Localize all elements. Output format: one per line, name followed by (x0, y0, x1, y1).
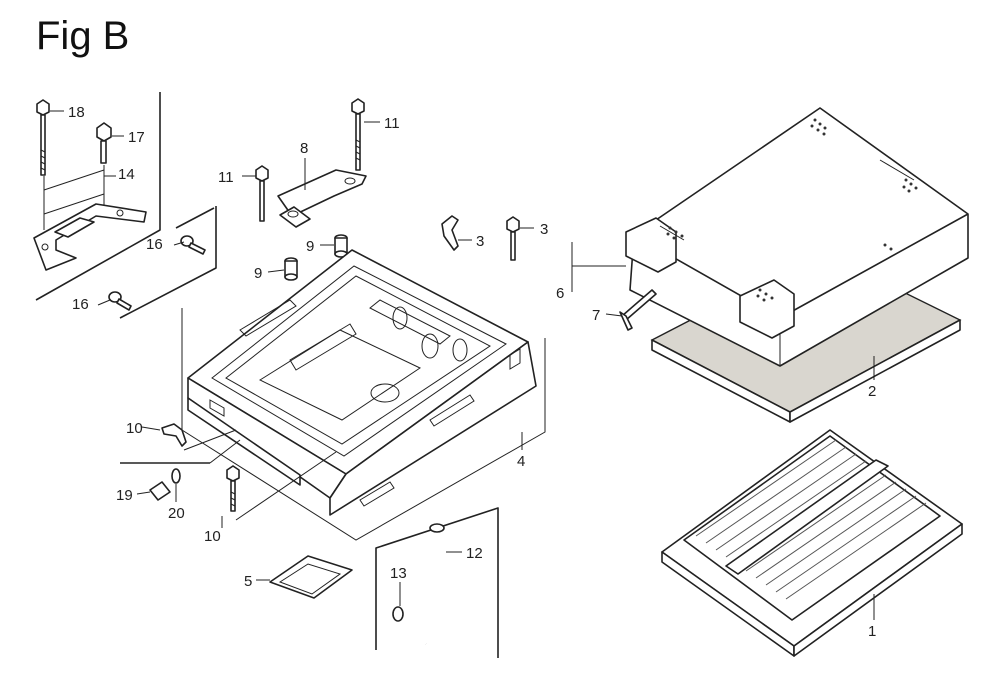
element-1-filter (661, 429, 963, 657)
callout-18: 18 (68, 104, 85, 121)
grommet-20 (171, 468, 181, 484)
callout-3b: 10 (126, 420, 143, 437)
callout-5: 5 (244, 573, 252, 590)
callout-6: 6 (556, 285, 564, 302)
gasket-5 (269, 555, 353, 599)
plug-19 (149, 481, 171, 501)
collar-9-upper (334, 234, 348, 258)
clip-3-lower (161, 423, 187, 447)
callout-9a: 9 (306, 238, 314, 255)
callout-16b: 16 (72, 296, 89, 313)
collar-9-lower (284, 257, 298, 281)
callout-19: 19 (116, 487, 133, 504)
cover-vent-dots (666, 118, 918, 302)
callout-9b: 9 (254, 265, 262, 282)
bolt-11-left (255, 165, 269, 222)
clip-3-upper (441, 215, 459, 251)
callout-11b: 11 (218, 169, 234, 186)
screw-16a (180, 235, 206, 255)
screw-16b (108, 291, 132, 311)
callout-10a: 3 (540, 221, 548, 238)
tube-12 (425, 523, 451, 649)
callout-8: 8 (300, 140, 308, 157)
lower-left-lines (120, 429, 337, 521)
callout-20: 20 (168, 505, 185, 522)
bolt-11-right (351, 98, 365, 171)
callout-labels: 18 17 14 16 16 11 11 8 9 9 3 3 10 10 4 1… (68, 104, 876, 640)
callout-4: 4 (517, 453, 525, 470)
bolt-10-lower (226, 465, 240, 512)
callout-1: 1 (868, 623, 876, 640)
bolt-10-upper (506, 216, 520, 261)
callout-13: 13 (390, 565, 407, 582)
callout-12: 12 (466, 545, 483, 562)
leader-lines (50, 110, 875, 620)
callout-10b: 10 (204, 528, 221, 545)
bracket-inset-border (35, 92, 217, 319)
callout-11a: 11 (384, 115, 400, 132)
callout-14: 14 (118, 166, 135, 183)
cover-6 (625, 107, 969, 367)
bracket-14 (33, 165, 147, 271)
callout-3a: 3 (476, 233, 484, 250)
plate-8 (277, 168, 367, 228)
callout-16a: 16 (146, 236, 163, 253)
callout-2: 2 (868, 383, 876, 400)
nut-17 (96, 122, 112, 164)
bolt-18 (36, 99, 50, 176)
callout-17: 17 (128, 129, 145, 146)
wing-bolt-7 (619, 289, 657, 331)
callout-7: 7 (592, 307, 600, 324)
figure-title: Fig B (36, 14, 130, 58)
clamp-13 (392, 606, 404, 622)
air-cleaner-case-4 (181, 249, 546, 541)
